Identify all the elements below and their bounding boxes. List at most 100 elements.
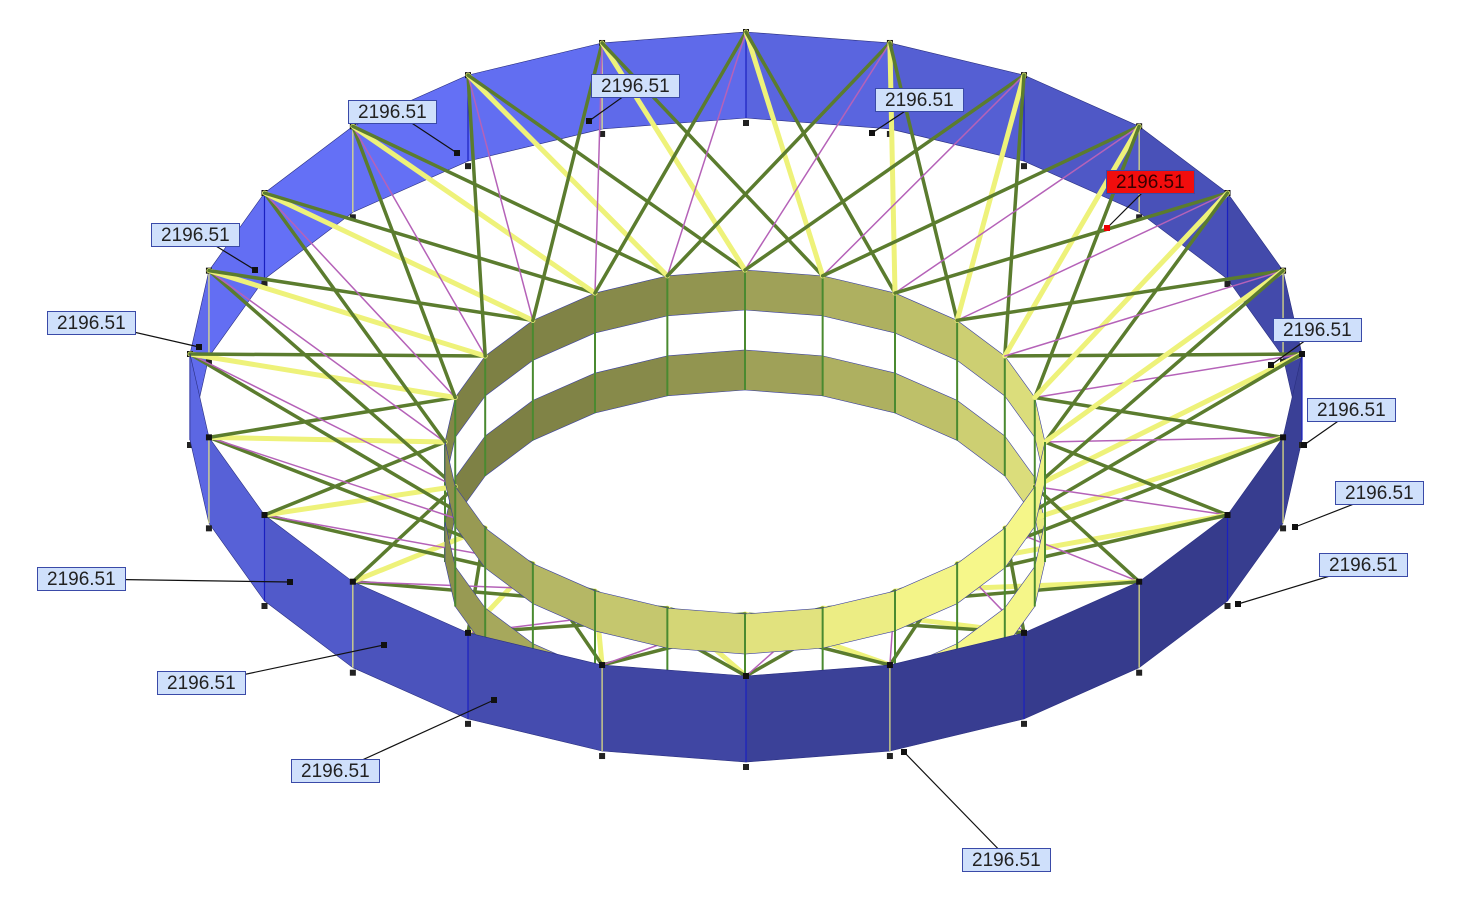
result-label[interactable]: 2196.51 (47, 311, 136, 335)
truss-member (466, 73, 487, 358)
result-label[interactable]: 2196.51 (1307, 398, 1396, 422)
outer-ring-panel (264, 514, 354, 669)
labelled-node (901, 749, 907, 755)
support-node (261, 603, 268, 609)
labelled-node (287, 579, 293, 585)
outer-node (1299, 351, 1305, 357)
truss-member (1043, 191, 1230, 444)
inner-ring-band (594, 590, 668, 649)
inner-ring-band (454, 355, 486, 439)
inner-ring-band (594, 275, 668, 334)
support-node (1224, 603, 1231, 609)
truss-member (744, 30, 897, 295)
truss-member (467, 74, 534, 322)
truss-member (208, 269, 446, 443)
outer-ring-panel (352, 581, 469, 720)
truss-member (352, 125, 486, 357)
result-label[interactable]: 2196.51 (37, 567, 126, 591)
outer-node (205, 434, 212, 441)
labelled-node (252, 267, 258, 273)
labelled-node (1268, 362, 1274, 368)
labelled-node (454, 150, 460, 156)
outer-node (1280, 434, 1287, 441)
truss-member (207, 395, 457, 440)
truss-member (821, 74, 1025, 277)
support-node (599, 753, 606, 760)
outer-node (1021, 629, 1027, 636)
truss-member (1004, 269, 1284, 357)
support-node (1224, 281, 1231, 287)
result-label[interactable]: 2196.51 (875, 88, 964, 112)
inner-ring-band (1004, 485, 1036, 569)
support-node (743, 120, 749, 126)
support-node (886, 753, 893, 760)
labelled-node (381, 642, 387, 648)
truss-member (665, 41, 892, 278)
outer-ring-panel (1023, 581, 1140, 720)
outer-node (1224, 512, 1231, 518)
support-node (1136, 669, 1143, 676)
labelled-node (196, 344, 202, 350)
inner-ring-band (956, 319, 1006, 397)
result-label[interactable]: 2196.51 (1273, 318, 1362, 342)
result-label[interactable]: 2196.51 (1319, 553, 1408, 577)
support-node (1021, 720, 1027, 727)
inner-ring-band (822, 590, 896, 649)
labelled-node (1301, 442, 1307, 448)
inner-ring-band (744, 349, 823, 397)
inner-ring-band (667, 349, 746, 397)
outer-node (261, 512, 268, 518)
support-node (743, 764, 749, 770)
support-node (187, 442, 193, 448)
label-leader-line (903, 751, 1010, 861)
truss-member (743, 73, 1026, 272)
inner-ring-band (894, 292, 958, 361)
result-label[interactable]: 2196.51 (348, 100, 437, 124)
result-label[interactable]: 2196.51 (1335, 481, 1424, 505)
result-label[interactable]: 2196.51 (591, 74, 680, 98)
truss-member (206, 434, 448, 445)
result-label[interactable]: 2196.51 (151, 223, 240, 247)
outer-node (1136, 578, 1143, 585)
support-node (465, 163, 471, 170)
truss-member (208, 436, 486, 529)
truss-member (956, 192, 1229, 322)
truss-member (187, 351, 458, 400)
inner-ring-band (744, 607, 823, 655)
result-label[interactable]: 2196.51 (157, 671, 246, 695)
labelled-node (586, 118, 592, 124)
truss-member (1003, 352, 1304, 530)
inner-ring-band (744, 269, 823, 317)
outer-ring-panel (601, 664, 747, 763)
truss-member (188, 352, 487, 530)
truss-member (1033, 395, 1285, 440)
outer-ring-panel (889, 632, 1025, 752)
truss-member (955, 268, 1285, 323)
truss-member (1033, 484, 1141, 584)
support-node (1280, 525, 1287, 532)
truss-member (207, 268, 457, 489)
result-label[interactable]: 2196.51 (291, 759, 380, 783)
truss-member (531, 41, 604, 323)
truss-member (350, 123, 598, 296)
support-node (205, 358, 212, 365)
inner-ring-band (667, 607, 746, 655)
truss-member (1044, 436, 1284, 443)
inner-ring-band (667, 269, 746, 317)
truss-member (351, 484, 457, 584)
truss-member (262, 440, 447, 517)
labelled-node (869, 130, 875, 136)
truss-member (1042, 268, 1286, 445)
inner-ring-band (956, 399, 1006, 477)
truss-member (261, 190, 536, 323)
support-node (349, 214, 356, 221)
result-label-highlighted[interactable]: 2196.51 (1106, 170, 1195, 194)
truss-member (744, 42, 891, 271)
labelled-node (1235, 601, 1241, 607)
inner-ring-band (532, 372, 596, 441)
support-node (205, 525, 212, 532)
outer-node (599, 662, 606, 669)
result-label[interactable]: 2196.51 (962, 848, 1051, 872)
